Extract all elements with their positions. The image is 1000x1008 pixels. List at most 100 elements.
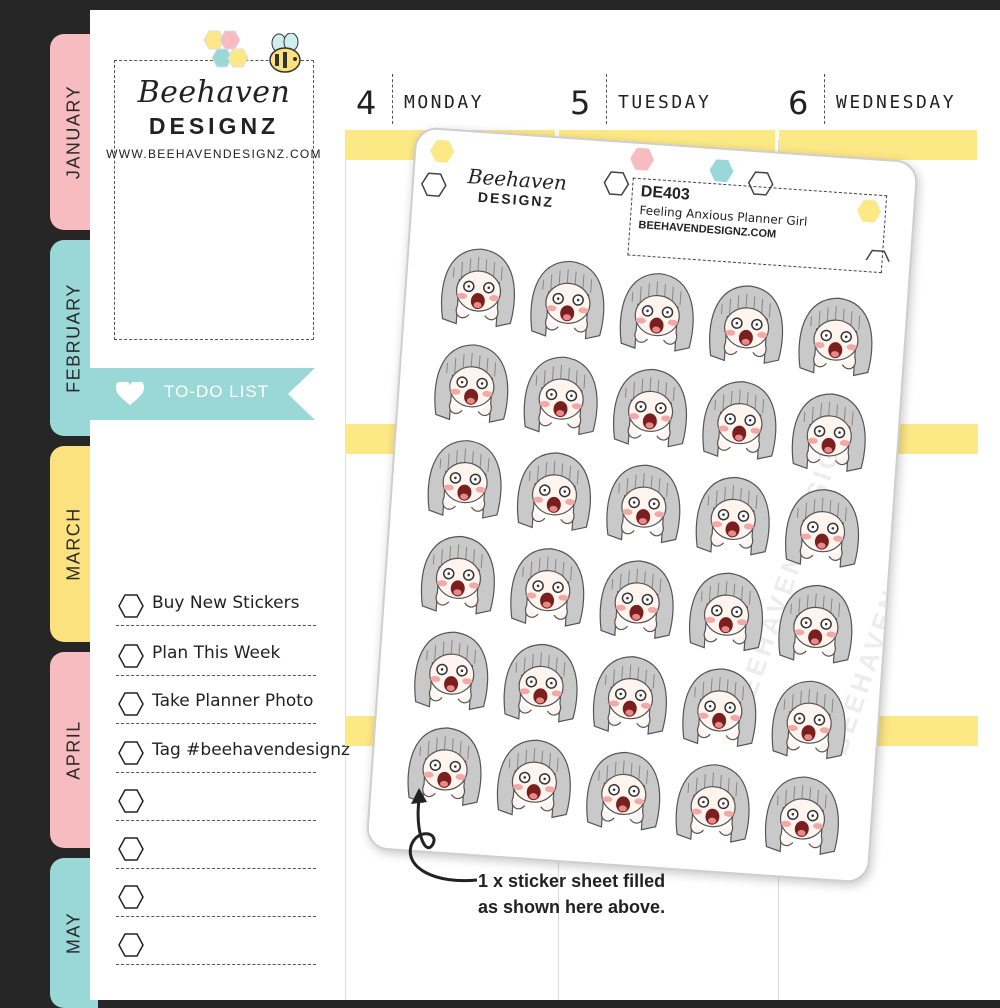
anxious-girl-sticker[interactable] bbox=[693, 371, 787, 467]
anxious-girl-sticker[interactable] bbox=[432, 238, 526, 334]
anxious-girl-sticker[interactable] bbox=[418, 430, 512, 526]
hexagon-checkbox-icon[interactable] bbox=[118, 933, 144, 957]
tab-label: APRIL bbox=[63, 720, 84, 780]
callout-text: 1 x sticker sheet filled as shown here a… bbox=[478, 868, 665, 920]
anxious-girl-sticker[interactable] bbox=[590, 550, 684, 646]
day-number: 5 bbox=[570, 84, 591, 122]
anxious-girl-sticker[interactable] bbox=[584, 646, 678, 742]
anxious-girl-sticker[interactable] bbox=[405, 621, 499, 717]
todo-item[interactable] bbox=[116, 924, 316, 965]
anxious-girl-icon bbox=[516, 452, 591, 531]
anxious-girl-sticker[interactable] bbox=[673, 658, 767, 754]
brand-logo-box: Beehaven DESIGNZ WWW.BEEHAVENDESIGNZ.COM bbox=[106, 30, 321, 340]
anxious-girl-sticker[interactable] bbox=[756, 766, 850, 862]
brand-subname: DESIGNZ bbox=[148, 113, 280, 139]
curly-arrow-icon bbox=[408, 788, 478, 883]
anxious-girl-sticker[interactable] bbox=[666, 754, 760, 850]
anxious-girl-icon bbox=[688, 572, 763, 652]
day-divider bbox=[392, 74, 393, 124]
anxious-girl-sticker[interactable] bbox=[412, 525, 506, 621]
anxious-girl-icon bbox=[530, 260, 605, 340]
tab-label: JANUARY bbox=[63, 84, 84, 180]
hexagon-checkbox-icon[interactable] bbox=[118, 741, 144, 765]
hexagon-checkbox-icon[interactable] bbox=[118, 692, 144, 716]
anxious-girl-sticker[interactable] bbox=[769, 574, 863, 670]
todo-item[interactable]: Buy New Stickers bbox=[116, 585, 316, 626]
anxious-girl-sticker[interactable] bbox=[398, 717, 492, 813]
anxious-girl-icon bbox=[434, 344, 509, 423]
anxious-girl-icon bbox=[771, 680, 846, 760]
anxious-girl-icon bbox=[592, 656, 667, 735]
anxious-girl-icon bbox=[612, 368, 688, 448]
day-name: WEDNESDAY bbox=[836, 92, 957, 113]
anxious-girl-sticker[interactable] bbox=[515, 346, 609, 442]
callout-line-2: as shown here above. bbox=[478, 897, 666, 917]
todo-title: TO-DO LIST bbox=[164, 382, 270, 401]
anxious-girl-sticker[interactable] bbox=[494, 633, 588, 729]
column-divider bbox=[345, 140, 346, 1000]
anxious-girl-sticker[interactable] bbox=[508, 442, 602, 538]
anxious-girl-sticker[interactable] bbox=[488, 729, 582, 825]
todo-banner: TO-DO LIST bbox=[90, 368, 315, 420]
hexagon-checkbox-icon[interactable] bbox=[118, 789, 144, 813]
day-number: 6 bbox=[788, 84, 809, 122]
anxious-girl-sticker[interactable] bbox=[687, 466, 781, 562]
todo-label: Take Planner Photo bbox=[152, 691, 314, 711]
anxious-girl-icon bbox=[427, 440, 502, 519]
anxious-girl-sticker[interactable] bbox=[521, 250, 615, 346]
anxious-girl-icon bbox=[420, 535, 495, 615]
hexagons-icon bbox=[203, 30, 249, 68]
anxious-girl-sticker[interactable] bbox=[789, 287, 883, 383]
callout-line-1: 1 x sticker sheet filled bbox=[478, 871, 666, 891]
hexagon-checkbox-icon[interactable] bbox=[118, 644, 144, 668]
anxious-girl-sticker[interactable] bbox=[700, 275, 794, 371]
anxious-girl-icon bbox=[599, 560, 674, 639]
anxious-girl-sticker[interactable] bbox=[597, 454, 691, 550]
anxious-girl-sticker[interactable] bbox=[611, 263, 705, 359]
anxious-girl-icon bbox=[785, 489, 860, 568]
anxious-girl-icon bbox=[407, 727, 482, 806]
anxious-girl-sticker[interactable] bbox=[783, 383, 877, 479]
anxious-girl-icon bbox=[510, 548, 585, 627]
anxious-girl-icon bbox=[798, 297, 873, 377]
highlight-strip bbox=[345, 424, 395, 454]
anxious-girl-icon bbox=[791, 393, 866, 472]
day-divider bbox=[824, 74, 825, 124]
todo-item[interactable]: Tag #beehavendesignz bbox=[116, 732, 350, 773]
bee-icon bbox=[269, 33, 301, 73]
anxious-girl-sticker[interactable] bbox=[763, 670, 857, 766]
anxious-girl-icon bbox=[606, 464, 681, 544]
brand-name: Beehaven bbox=[137, 75, 291, 110]
anxious-girl-icon bbox=[702, 381, 777, 460]
anxious-girl-icon bbox=[778, 584, 853, 664]
anxious-girl-icon bbox=[695, 476, 770, 556]
todo-label: Tag #beehavendesignz bbox=[152, 740, 350, 760]
anxious-girl-icon bbox=[764, 776, 839, 856]
anxious-girl-sticker[interactable] bbox=[577, 741, 671, 837]
anxious-girl-sticker[interactable] bbox=[425, 334, 519, 430]
brand-url[interactable]: WWW.BEEHAVENDESIGNZ.COM bbox=[106, 147, 322, 161]
hexagon-checkbox-icon[interactable] bbox=[118, 594, 144, 618]
todo-item[interactable]: Take Planner Photo bbox=[116, 683, 316, 724]
anxious-girl-icon bbox=[414, 631, 489, 711]
day-divider bbox=[606, 74, 607, 124]
anxious-girl-sticker[interactable] bbox=[680, 562, 774, 658]
anxious-girl-icon bbox=[496, 739, 571, 819]
todo-item[interactable] bbox=[116, 876, 316, 917]
anxious-girl-sticker[interactable] bbox=[501, 538, 595, 634]
day-name: MONDAY bbox=[404, 92, 485, 113]
anxious-girl-icon bbox=[682, 668, 757, 747]
hexagon-checkbox-icon[interactable] bbox=[118, 885, 144, 909]
day-number: 4 bbox=[356, 84, 377, 122]
anxious-girl-icon bbox=[709, 285, 784, 364]
anxious-girl-icon bbox=[586, 751, 661, 831]
anxious-girl-icon bbox=[675, 764, 750, 843]
anxious-girl-sticker[interactable] bbox=[604, 358, 698, 454]
tab-label: MARCH bbox=[63, 507, 84, 581]
anxious-girl-sticker[interactable] bbox=[776, 479, 870, 575]
tab-label: MAY bbox=[63, 911, 84, 955]
hexagon-checkbox-icon[interactable] bbox=[118, 837, 144, 861]
todo-item[interactable]: Plan This Week bbox=[116, 635, 316, 676]
todo-item[interactable] bbox=[116, 828, 316, 869]
todo-item[interactable] bbox=[116, 780, 316, 821]
